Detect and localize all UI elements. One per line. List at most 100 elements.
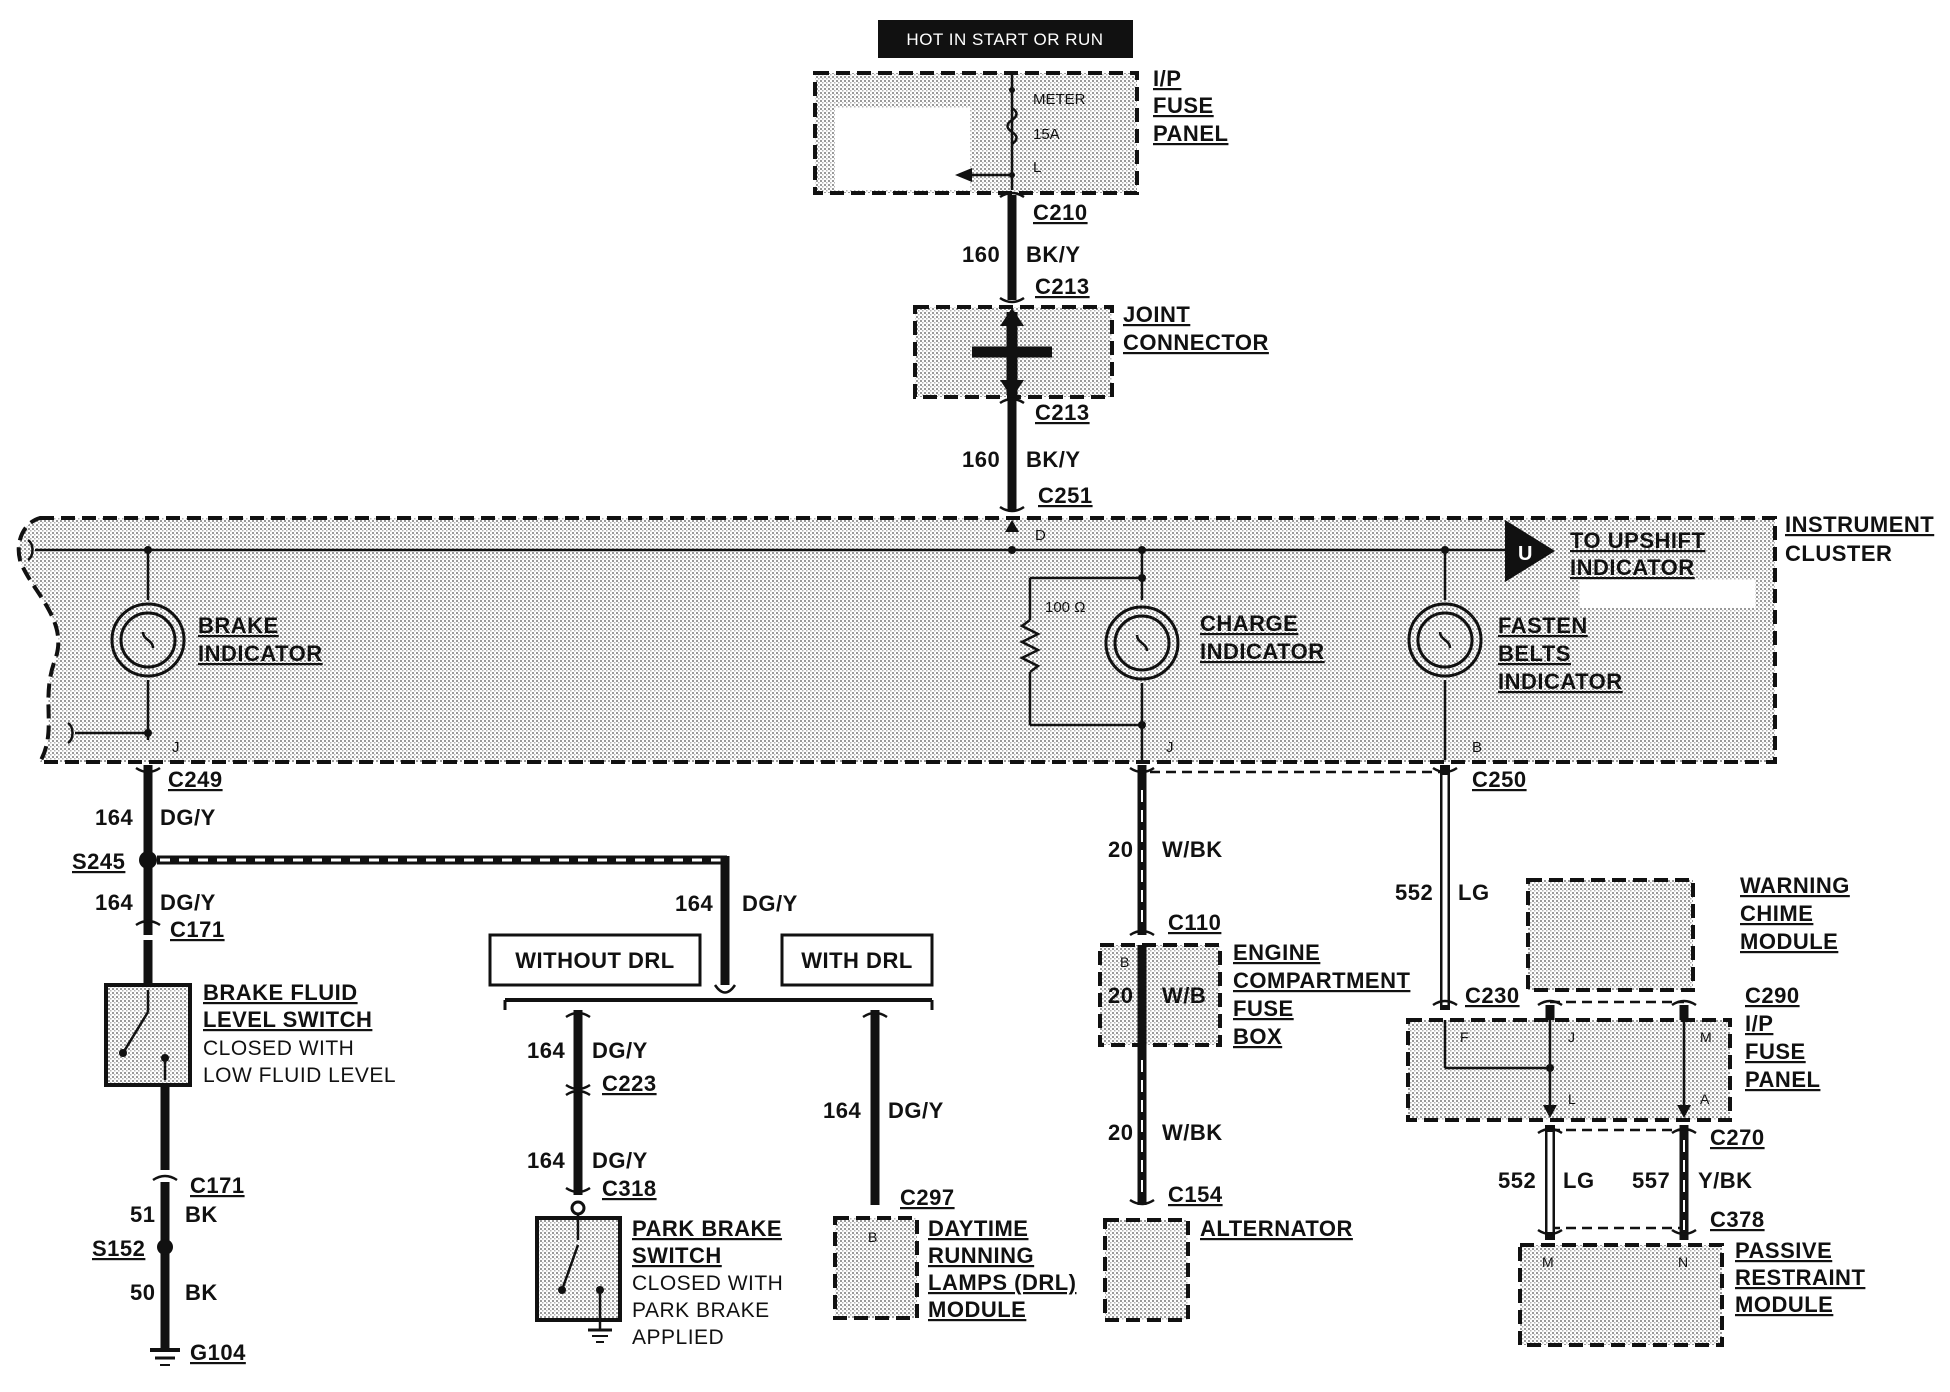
svg-text:B: B [868, 1229, 877, 1245]
svg-text:C378: C378 [1710, 1207, 1765, 1232]
svg-text:FASTEN: FASTEN [1498, 613, 1588, 638]
svg-text:BK/Y: BK/Y [1026, 242, 1081, 267]
svg-text:FUSE: FUSE [1153, 93, 1214, 118]
svg-text:J: J [172, 739, 180, 756]
warning-chime-module: WARNING CHIME MODULE [1526, 873, 1849, 1007]
svg-text:N: N [1678, 1254, 1688, 1270]
svg-text:D: D [1035, 527, 1046, 544]
svg-text:C250: C250 [1472, 767, 1527, 792]
svg-text:L: L [1568, 1091, 1576, 1107]
svg-text:DAYTIME: DAYTIME [928, 1216, 1028, 1241]
svg-text:100 Ω: 100 Ω [1045, 599, 1085, 616]
ip-fuse-panel-right: F J M L A I/P FUSE PANEL [1406, 1011, 1820, 1122]
svg-text:PANEL: PANEL [1745, 1067, 1820, 1092]
svg-text:CLUSTER: CLUSTER [1785, 541, 1892, 566]
svg-text:W/BK: W/BK [1162, 1120, 1223, 1145]
svg-text:INDICATOR: INDICATOR [1498, 669, 1623, 694]
svg-text:U: U [1518, 543, 1532, 565]
svg-text:C171: C171 [190, 1173, 245, 1198]
svg-text:C210: C210 [1033, 200, 1088, 225]
passive-restraint-module: M N PASSIVE RESTRAINT MODULE [1518, 1238, 1865, 1347]
svg-text:APPLIED: APPLIED [632, 1326, 724, 1349]
svg-text:HOT IN START OR RUN: HOT IN START OR RUN [906, 30, 1103, 49]
svg-text:557: 557 [1632, 1168, 1670, 1193]
wire-160-lower: C213 160 BK/Y C251 [962, 397, 1092, 513]
wire-552-upper: C250 552 LG C230 [1395, 765, 1527, 1010]
svg-text:JOINT: JOINT [1123, 302, 1190, 327]
svg-text:INSTRUMENT: INSTRUMENT [1785, 512, 1934, 537]
svg-text:F: F [1460, 1029, 1469, 1045]
alternator: ALTERNATOR [1103, 1216, 1353, 1322]
svg-text:164: 164 [95, 805, 133, 830]
svg-text:160: 160 [962, 242, 1000, 267]
svg-text:W/B: W/B [1162, 983, 1206, 1008]
svg-text:FUSE: FUSE [1233, 996, 1294, 1021]
svg-text:BRAKE: BRAKE [198, 613, 279, 638]
svg-text:C270: C270 [1710, 1125, 1765, 1150]
brake-fluid-level-switch: BRAKE FLUID LEVEL SWITCH CLOSED WITH LOW… [104, 980, 396, 1087]
svg-text:C249: C249 [168, 767, 223, 792]
svg-text:B: B [1472, 739, 1482, 756]
svg-text:WITH DRL: WITH DRL [801, 948, 913, 973]
svg-text:M: M [1700, 1029, 1712, 1045]
svg-text:LOW FLUID LEVEL: LOW FLUID LEVEL [203, 1064, 396, 1087]
svg-text:51: 51 [130, 1202, 155, 1227]
svg-text:BK: BK [185, 1280, 218, 1305]
svg-text:CLOSED WITH: CLOSED WITH [203, 1037, 354, 1060]
svg-text:CHARGE: CHARGE [1200, 611, 1298, 636]
wire-20-alternator: 20 W/BK C154 [1108, 1045, 1223, 1207]
svg-text:50: 50 [130, 1280, 155, 1305]
svg-text:Y/BK: Y/BK [1698, 1168, 1753, 1193]
svg-text:INDICATOR: INDICATOR [1570, 555, 1695, 580]
svg-text:LG: LG [1563, 1168, 1595, 1193]
svg-text:164: 164 [95, 890, 133, 915]
power-source-header: HOT IN START OR RUN [878, 20, 1133, 58]
svg-text:ENGINE: ENGINE [1233, 940, 1320, 965]
svg-text:BK/Y: BK/Y [1026, 447, 1081, 472]
svg-text:ALTERNATOR: ALTERNATOR [1200, 1216, 1353, 1241]
svg-text:RESTRAINT: RESTRAINT [1735, 1265, 1865, 1290]
wire-552-557-lower: C270 552 LG 557 Y/BK C378 [1498, 1125, 1765, 1240]
svg-text:BRAKE FLUID: BRAKE FLUID [203, 980, 358, 1005]
park-brake-switch: PARK BRAKE SWITCH CLOSED WITH PARK BRAKE… [535, 1200, 783, 1349]
svg-text:MODULE: MODULE [1740, 929, 1838, 954]
svg-text:J: J [1568, 1029, 1575, 1045]
svg-text:CLOSED WITH: CLOSED WITH [632, 1272, 783, 1295]
ip-fuse-panel-top: METER 15A L I/P FUSE PANEL [813, 66, 1228, 195]
svg-text:DG/Y: DG/Y [742, 891, 798, 916]
wire-ground-brake: C171 51 BK S152 50 BK G104 [92, 940, 246, 1366]
svg-text:164: 164 [527, 1148, 565, 1173]
svg-text:164: 164 [675, 891, 713, 916]
svg-text:LAMPS (DRL): LAMPS (DRL) [928, 1270, 1076, 1295]
svg-text:INDICATOR: INDICATOR [198, 641, 323, 666]
svg-text:SWITCH: SWITCH [632, 1243, 722, 1268]
drl-module: B DAYTIME RUNNING LAMPS (DRL) MODULE [833, 1216, 1076, 1322]
svg-text:TO UPSHIFT: TO UPSHIFT [1570, 528, 1705, 553]
svg-text:S245: S245 [72, 849, 125, 874]
svg-text:A: A [1700, 1091, 1710, 1107]
wire-160-upper: C210 160 BK/Y C213 [962, 191, 1089, 304]
svg-text:C318: C318 [602, 1176, 657, 1201]
wire-20-charge: 20 W/BK C110 [1108, 765, 1450, 937]
svg-text:MODULE: MODULE [928, 1297, 1026, 1322]
svg-text:DG/Y: DG/Y [592, 1148, 648, 1173]
svg-text:I/P: I/P [1153, 66, 1181, 91]
svg-text:BK: BK [185, 1202, 218, 1227]
svg-text:C297: C297 [900, 1185, 955, 1210]
svg-text:DG/Y: DG/Y [888, 1098, 944, 1123]
svg-text:CONNECTOR: CONNECTOR [1123, 330, 1269, 355]
svg-text:C110: C110 [1168, 910, 1221, 935]
svg-text:20: 20 [1108, 1120, 1133, 1145]
svg-text:C230: C230 [1465, 983, 1520, 1008]
joint-connector: JOINT CONNECTOR [913, 302, 1269, 399]
svg-text:C154: C154 [1168, 1182, 1223, 1207]
svg-text:PARK BRAKE: PARK BRAKE [632, 1216, 782, 1241]
svg-text:METER: METER [1033, 91, 1086, 108]
svg-text:15A: 15A [1033, 126, 1060, 143]
svg-text:INDICATOR: INDICATOR [1200, 639, 1325, 664]
svg-text:J: J [1166, 739, 1174, 756]
svg-text:LG: LG [1458, 880, 1490, 905]
svg-text:160: 160 [962, 447, 1000, 472]
svg-text:C213: C213 [1035, 400, 1090, 425]
svg-text:MODULE: MODULE [1735, 1292, 1833, 1317]
